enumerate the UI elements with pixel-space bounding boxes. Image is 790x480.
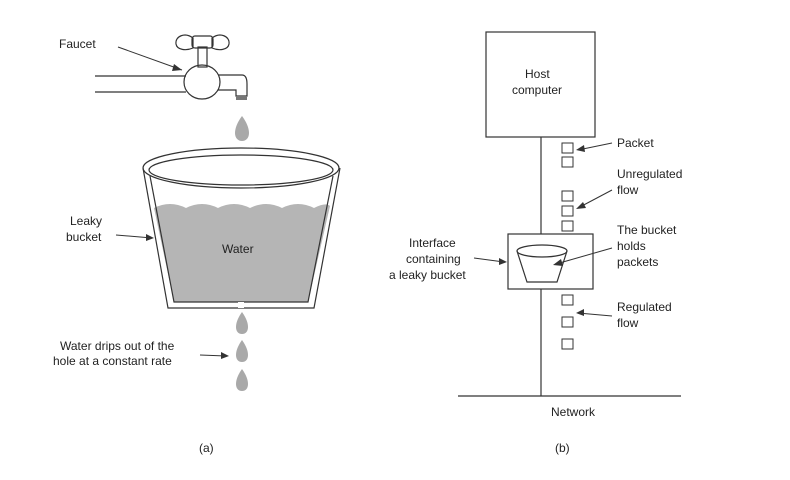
leaky-label-line2: bucket [66, 230, 102, 244]
faucet-label: Faucet [59, 37, 96, 51]
panel-b: Host computer Network Packet Unregulated… [389, 31, 682, 455]
bucket-holds-line3: packets [617, 255, 658, 269]
caption-a: (a) [199, 441, 214, 455]
host-label-line2: computer [512, 83, 562, 97]
water-drop-icon [235, 116, 249, 141]
network-label: Network [551, 405, 596, 419]
packet-icon [561, 294, 574, 306]
caption-b: (b) [555, 441, 570, 455]
packet-icon [561, 316, 574, 328]
interface-label-line2: containing [406, 252, 461, 266]
panel-a: Faucet Water Leaky bucket Water drips ou… [53, 34, 341, 455]
packet-icon [561, 156, 574, 168]
bucket-holds-pointer [555, 247, 613, 265]
packet-label: Packet [617, 136, 654, 150]
interface-label-line3: a leaky bucket [389, 268, 466, 282]
host-label-line1: Host [525, 67, 550, 81]
bucket-holds-line1: The bucket [617, 223, 677, 237]
leaky-label-line1: Leaky [70, 214, 102, 228]
water-drop-icon [236, 340, 248, 362]
bucket-holds-line2: holds [617, 239, 646, 253]
packet-icon [561, 205, 574, 217]
faucet-pointer [117, 46, 183, 71]
packet-icon [561, 338, 574, 350]
faucet-icon [95, 34, 248, 100]
drip-label-line2: hole at a constant rate [53, 354, 172, 368]
interface-box [507, 233, 594, 290]
unregulated-label-line2: flow [617, 183, 639, 197]
drip-label-line1: Water drips out of the [60, 339, 175, 353]
regulated-label-line2: flow [617, 316, 639, 330]
packet-icon [561, 142, 574, 154]
small-bucket-icon [516, 244, 568, 283]
water-drop-icon [236, 369, 248, 391]
packet-icon [561, 190, 574, 202]
regulated-label-line1: Regulated [617, 300, 672, 314]
water-label: Water [222, 242, 254, 256]
interface-label-line1: Interface [409, 236, 456, 250]
packet-icon [561, 220, 574, 232]
unregulated-label-line1: Unregulated [617, 167, 682, 181]
bucket-icon [142, 147, 341, 309]
water-drop-icon [236, 312, 248, 334]
